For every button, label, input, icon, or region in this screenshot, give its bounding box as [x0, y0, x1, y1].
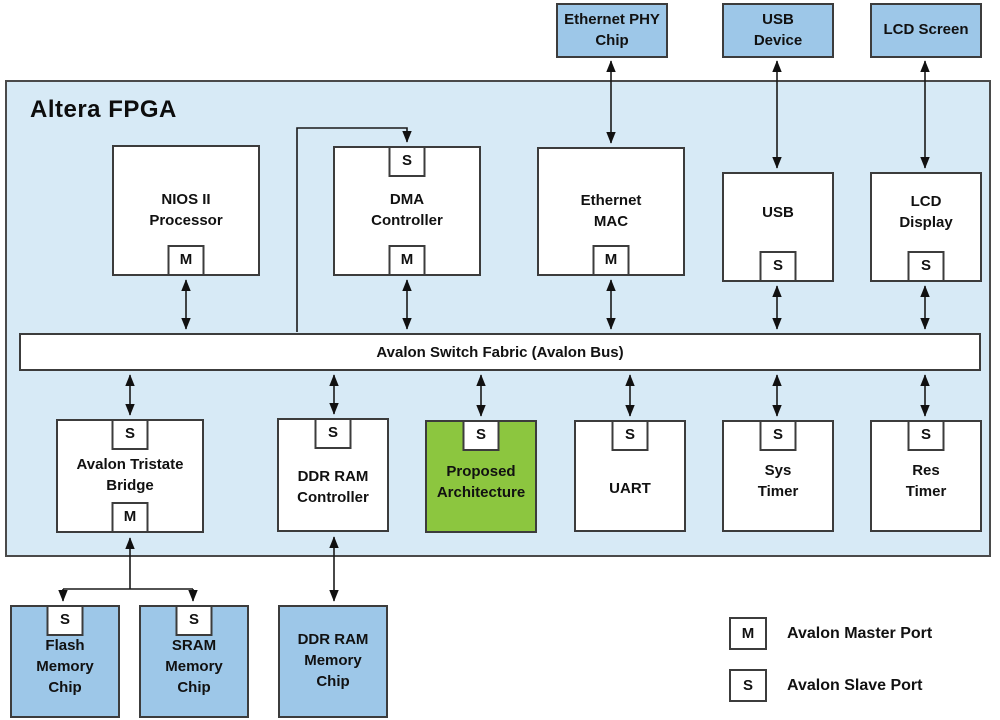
- node-label: DMA Controller: [371, 191, 443, 229]
- master-port-badge: M: [167, 245, 205, 276]
- slave-port-badge: S: [907, 251, 945, 282]
- node-ethernet-phy-chip: Ethernet PHY Chip: [556, 3, 668, 58]
- node-label: USB Device: [753, 10, 803, 49]
- node-ddr-ram-memory-chip: DDR RAM Memory Chip: [278, 605, 388, 718]
- node-avalon-tristate-bridge: Avalon Tristate Bridge S M: [56, 419, 204, 533]
- node-lcd-screen: LCD Screen: [870, 3, 982, 58]
- node-label: SRAM Memory Chip: [165, 637, 223, 696]
- legend-slave-port-label: Avalon Slave Port: [787, 676, 923, 694]
- node-sys-timer: Sys Timer S: [722, 420, 834, 532]
- slave-port-badge: S: [759, 251, 797, 282]
- legend-master-port-symbol: M: [729, 617, 767, 650]
- node-sram-memory-chip: SRAM Memory Chip S: [139, 605, 249, 718]
- node-label: Flash Memory Chip: [36, 637, 94, 696]
- node-lcd-display: LCD Display S: [870, 172, 982, 282]
- slave-port-badge: S: [111, 419, 149, 450]
- node-label: UART: [609, 479, 651, 497]
- node-label: Proposed Architecture: [436, 462, 526, 501]
- node-label: Ethernet PHY Chip: [564, 10, 660, 49]
- node-label: NIOS II Processor: [149, 190, 223, 229]
- slave-port-badge: S: [462, 420, 500, 451]
- node-ethernet-mac: Ethernet MAC M: [537, 147, 685, 276]
- master-port-badge: M: [111, 502, 149, 533]
- fpga-title: Altera FPGA: [30, 96, 177, 123]
- node-proposed-architecture: Proposed Architecture S: [425, 420, 537, 533]
- slave-port-badge: S: [175, 605, 213, 636]
- node-label: LCD Screen: [883, 21, 969, 39]
- slave-port-badge: S: [907, 420, 945, 451]
- slave-port-badge: S: [388, 146, 426, 177]
- node-label: Avalon Tristate Bridge: [76, 456, 184, 494]
- node-label: LCD Display: [899, 193, 953, 231]
- node-nios-ii-processor: NIOS II Processor M: [112, 145, 260, 276]
- master-port-badge: M: [592, 245, 630, 276]
- bus-label: Avalon Switch Fabric (Avalon Bus): [376, 343, 624, 361]
- legend-master-port-label: Avalon Master Port: [787, 624, 933, 642]
- slave-port-badge: S: [759, 420, 797, 451]
- legend-slave-port-symbol: S: [729, 669, 767, 702]
- node-label: Sys Timer: [757, 462, 799, 500]
- node-label: DDR RAM Memory Chip: [297, 631, 369, 690]
- node-flash-memory-chip: Flash Memory Chip S: [10, 605, 120, 718]
- node-label: USB: [762, 203, 794, 221]
- node-label: Res Timer: [905, 462, 947, 500]
- slave-port-badge: S: [611, 420, 649, 451]
- node-uart: UART S: [574, 420, 686, 532]
- slave-port-badge: S: [46, 605, 84, 636]
- slave-port-badge: S: [314, 418, 352, 449]
- node-res-timer: Res Timer S: [870, 420, 982, 532]
- node-label: Ethernet MAC: [580, 191, 642, 230]
- node-dma-controller: DMA Controller S M: [333, 146, 481, 276]
- master-port-badge: M: [388, 245, 426, 276]
- node-usb: USB S: [722, 172, 834, 282]
- node-ddr-ram-controller: DDR RAM Controller S: [277, 418, 389, 532]
- node-usb-device: USB Device: [722, 3, 834, 58]
- avalon-switch-fabric-bus: Avalon Switch Fabric (Avalon Bus): [19, 333, 981, 371]
- node-label: DDR RAM Controller: [297, 468, 369, 506]
